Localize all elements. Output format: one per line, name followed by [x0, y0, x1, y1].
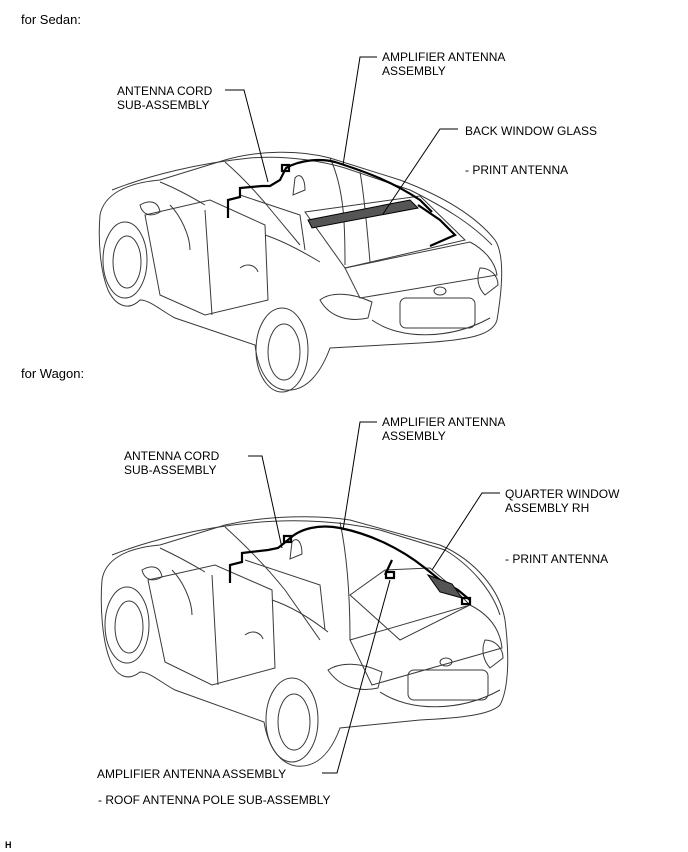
wagon-roof-pole-label: - ROOF ANTENNA POLE SUB-ASSEMBLY: [98, 793, 331, 807]
corner-mark: H: [5, 840, 12, 850]
sedan-amplifier-antenna-label: AMPLIFIER ANTENNA ASSEMBLY: [382, 50, 506, 78]
wagon-amplifier-antenna-bottom-label: AMPLIFIER ANTENNA ASSEMBLY: [97, 767, 287, 781]
sedan-antenna-cord-label: ANTENNA CORD SUB-ASSEMBLY: [117, 84, 213, 112]
wagon-quarter-window-label: QUARTER WINDOW ASSEMBLY RH: [505, 487, 620, 515]
wagon-amplifier-antenna-label: AMPLIFIER ANTENNA ASSEMBLY: [382, 415, 506, 443]
sedan-back-window-glass-label: BACK WINDOW GLASS: [465, 124, 598, 138]
sedan-section-label: for Sedan:: [21, 12, 81, 27]
sedan-print-antenna-label: - PRINT ANTENNA: [465, 163, 569, 177]
wagon-print-antenna-label: - PRINT ANTENNA: [505, 552, 609, 566]
wagon-car-drawing: [100, 516, 509, 767]
wagon-section-label: for Wagon:: [21, 366, 85, 381]
sedan-car-drawing: [98, 151, 503, 393]
wagon-antenna-cord-label: ANTENNA CORD SUB-ASSEMBLY: [124, 449, 220, 477]
wagon-print-antenna-icon: [426, 573, 464, 599]
sedan-print-antenna-icon: [307, 199, 420, 229]
